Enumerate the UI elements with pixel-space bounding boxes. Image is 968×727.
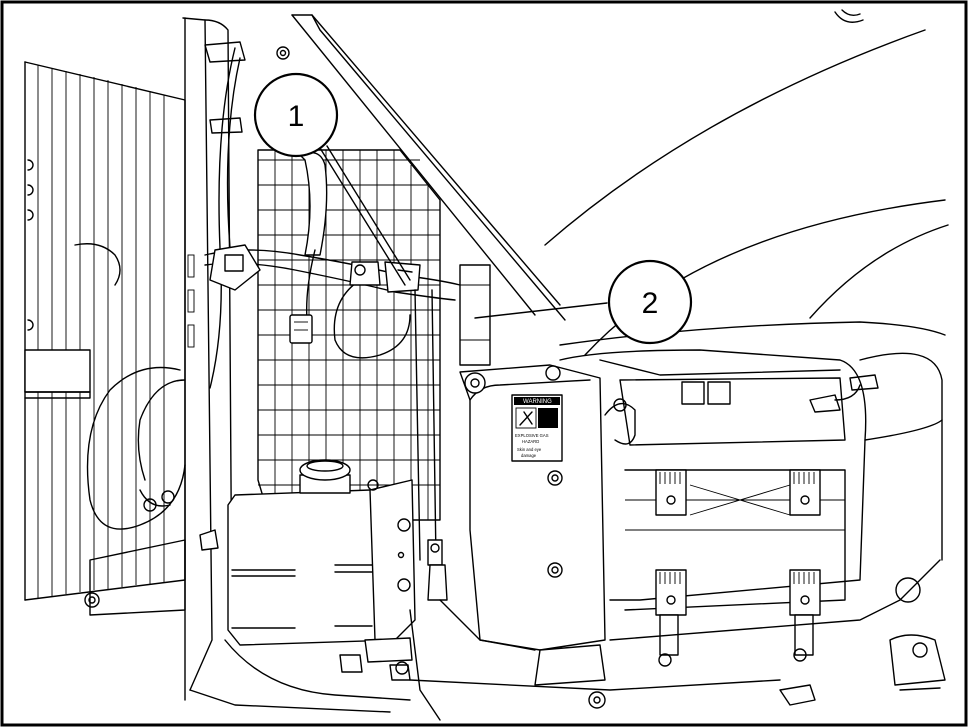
left-radiator <box>24 61 186 616</box>
a-pillar <box>291 14 566 321</box>
engine-housing <box>559 349 946 706</box>
coolant-reservoir <box>199 459 416 681</box>
warning-heading: WARNING <box>523 399 552 405</box>
vertical-rod <box>414 289 448 601</box>
lower-structure <box>189 599 781 721</box>
leader-line-1b <box>326 145 411 281</box>
wiring-harness <box>204 151 461 359</box>
callout-2-circle <box>607 259 693 345</box>
warning-line3: Skin and eye <box>517 447 542 452</box>
callout-1-circle <box>253 72 339 158</box>
vertical-post <box>182 17 290 701</box>
warning-decal: WARNING EXPLOSIVE GAS HAZARD Skin and ey… <box>511 394 563 462</box>
warning-line4: damage <box>521 453 537 458</box>
callout-2-label: 2 <box>642 287 659 320</box>
callout-1: 1 <box>253 72 339 158</box>
warning-line1: EXPLOSIVE GAS <box>515 433 549 438</box>
leader-line-2 <box>474 302 608 319</box>
callout-2: 2 <box>607 259 693 345</box>
callout-1-label: 1 <box>288 100 305 133</box>
leader-line-1 <box>319 147 406 286</box>
battery-cover <box>459 264 606 686</box>
warning-line2: HAZARD <box>522 439 539 444</box>
